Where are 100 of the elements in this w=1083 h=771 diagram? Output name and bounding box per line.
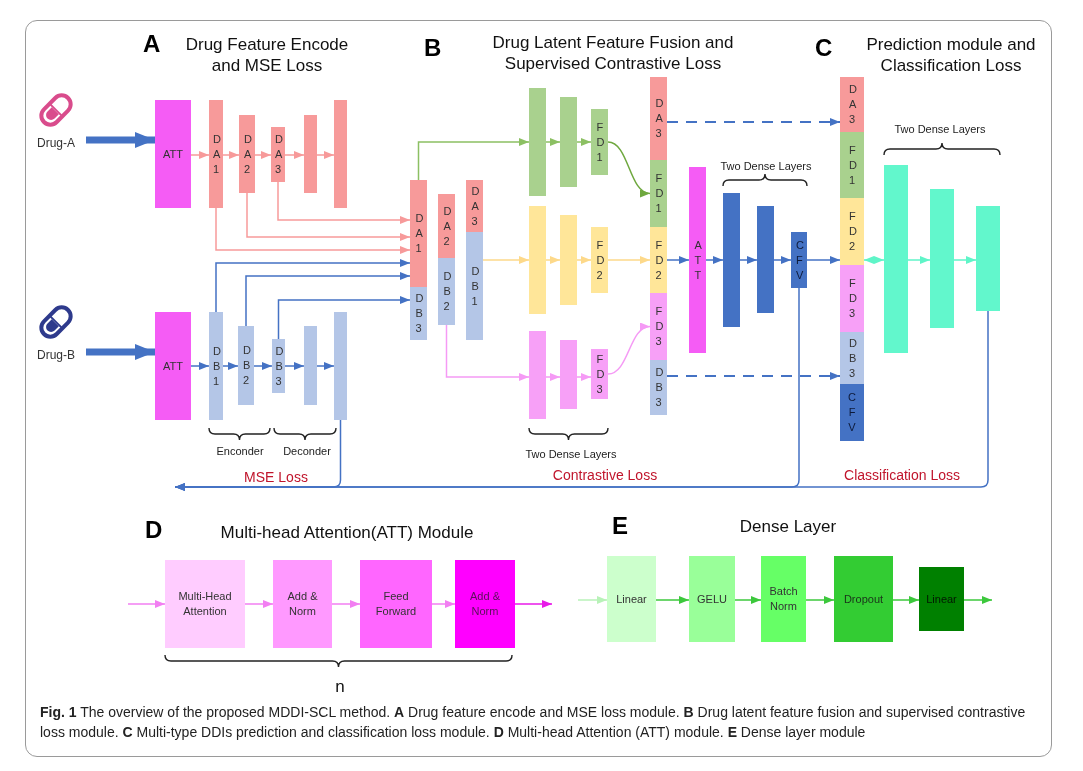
feature-segment: DB1: [466, 232, 483, 340]
brace-label: Two Dense Layers: [719, 159, 813, 174]
feature-segment: FD3: [650, 293, 667, 360]
layer-bar: [334, 100, 347, 208]
brace-label: Two Dense Layers: [524, 447, 618, 462]
arrow: [222, 151, 240, 159]
panel-title: n: [334, 676, 346, 697]
layer-bar: [976, 206, 1000, 311]
panel-title: Multi-head Attention(ATT) Module: [219, 522, 475, 543]
drug-label: Drug-B: [37, 347, 75, 364]
feature-segment: FD1: [650, 160, 667, 227]
layer-bar: [560, 340, 577, 409]
layer-bar: [560, 215, 577, 305]
layer-bar: [723, 193, 740, 327]
loss-label: Contrastive Loss: [551, 466, 659, 485]
module-block: Batch Norm: [761, 556, 806, 642]
arrow: [246, 192, 411, 241]
arrow: [277, 181, 411, 224]
brace-label: Enconder: [215, 444, 265, 459]
panel-title: Prediction module and Classification Loss: [865, 34, 1037, 76]
layer-bar: DA2: [239, 115, 255, 193]
module-block: GELU: [689, 556, 735, 642]
arrow: [576, 373, 592, 381]
layer-bar: [304, 326, 317, 405]
layer-bar: DB1: [209, 312, 223, 420]
arrow: [254, 151, 272, 159]
feature-segment: DB2: [438, 258, 455, 325]
arrow: [215, 207, 411, 254]
layer-bar: DB2: [238, 326, 254, 405]
brace-label: Deconder: [282, 444, 332, 459]
panel-title: Dense Layer: [738, 516, 838, 537]
arrow: [734, 596, 762, 604]
arrow: [577, 596, 608, 604]
module-block: Linear: [919, 567, 964, 631]
layer-bar: [930, 189, 954, 328]
feature-segment: DB3: [410, 287, 427, 340]
arrow: [431, 600, 456, 608]
feature-segment: DA1: [410, 180, 427, 287]
arrow: [655, 596, 690, 604]
arrow: [445, 324, 530, 381]
arrow: [863, 256, 885, 264]
layer-bar: [334, 312, 347, 420]
layer-bar: [529, 88, 546, 196]
arrow: [666, 118, 841, 126]
feature-segment: DA3: [466, 180, 483, 232]
arrow: [277, 296, 411, 340]
arrow: [666, 256, 690, 264]
arrow: [127, 600, 166, 608]
arrow: [253, 362, 273, 370]
arrow: [892, 596, 920, 604]
drug-label: Drug-A: [37, 135, 75, 152]
layer-bar: DB3: [272, 339, 285, 393]
figure-caption: Fig. 1 The overview of the proposed MDDI-SCL method. A Drug feature encode and MSE loss module. B Drug latent feature fusion and supervised contrastive loss module. C Multi-type DDIs prediction and classification loss module. D Multi-head Attention (ATT) module. E Dense layer module: [40, 703, 1027, 742]
arrow: [963, 596, 993, 604]
arrow: [907, 256, 931, 264]
layer-bar: [884, 165, 908, 353]
panel-letter: C: [815, 36, 834, 60]
layer-bar: FD3: [591, 349, 608, 399]
arrow: [245, 272, 411, 327]
arrow: [244, 600, 274, 608]
feature-segment: FD1: [840, 132, 864, 198]
arrow: [174, 310, 989, 491]
layer-bar: [529, 331, 546, 419]
arrow: [222, 362, 239, 370]
feature-segment: DA3: [840, 77, 864, 132]
arrow: [215, 259, 411, 313]
arrow: [417, 138, 530, 181]
arrow: [805, 596, 835, 604]
panel-letter: E: [612, 514, 629, 538]
arrow: [705, 256, 724, 264]
layer-bar: [529, 206, 546, 314]
arrow: [576, 138, 592, 146]
module-block: Multi-Head Attention: [165, 560, 245, 648]
arrow: [545, 373, 561, 381]
loss-label: MSE Loss: [243, 468, 309, 487]
arrow: [806, 256, 841, 264]
arrow: [576, 256, 592, 264]
attention-block: ATT: [689, 167, 706, 353]
layer-bar: DA1: [209, 100, 223, 208]
arrow: [316, 362, 335, 370]
layer-bar: FD2: [591, 227, 608, 293]
panel-title: Drug Feature Encode and MSE Loss: [184, 34, 350, 76]
arrow: [607, 324, 651, 375]
feature-segment: DB3: [840, 332, 864, 384]
arrow: [284, 362, 305, 370]
feature-segment: FD2: [650, 227, 667, 293]
arrow: [607, 141, 651, 196]
feature-segment: DB3: [650, 360, 667, 415]
feature-segment: DA3: [650, 77, 667, 160]
arrow: [190, 362, 210, 370]
panel-title: Drug Latent Feature Fusion and Supervised Contrastive Loss: [491, 32, 735, 74]
attention-block: ATT: [155, 312, 191, 420]
module-block: Add & Norm: [455, 560, 515, 648]
arrow: [607, 256, 651, 264]
arrow: [316, 151, 335, 159]
attention-block: ATT: [155, 100, 191, 208]
brace-label: Two Dense Layers: [893, 122, 987, 137]
module-block: Add & Norm: [273, 560, 332, 648]
arrow: [331, 600, 361, 608]
layer-bar: [304, 115, 317, 193]
